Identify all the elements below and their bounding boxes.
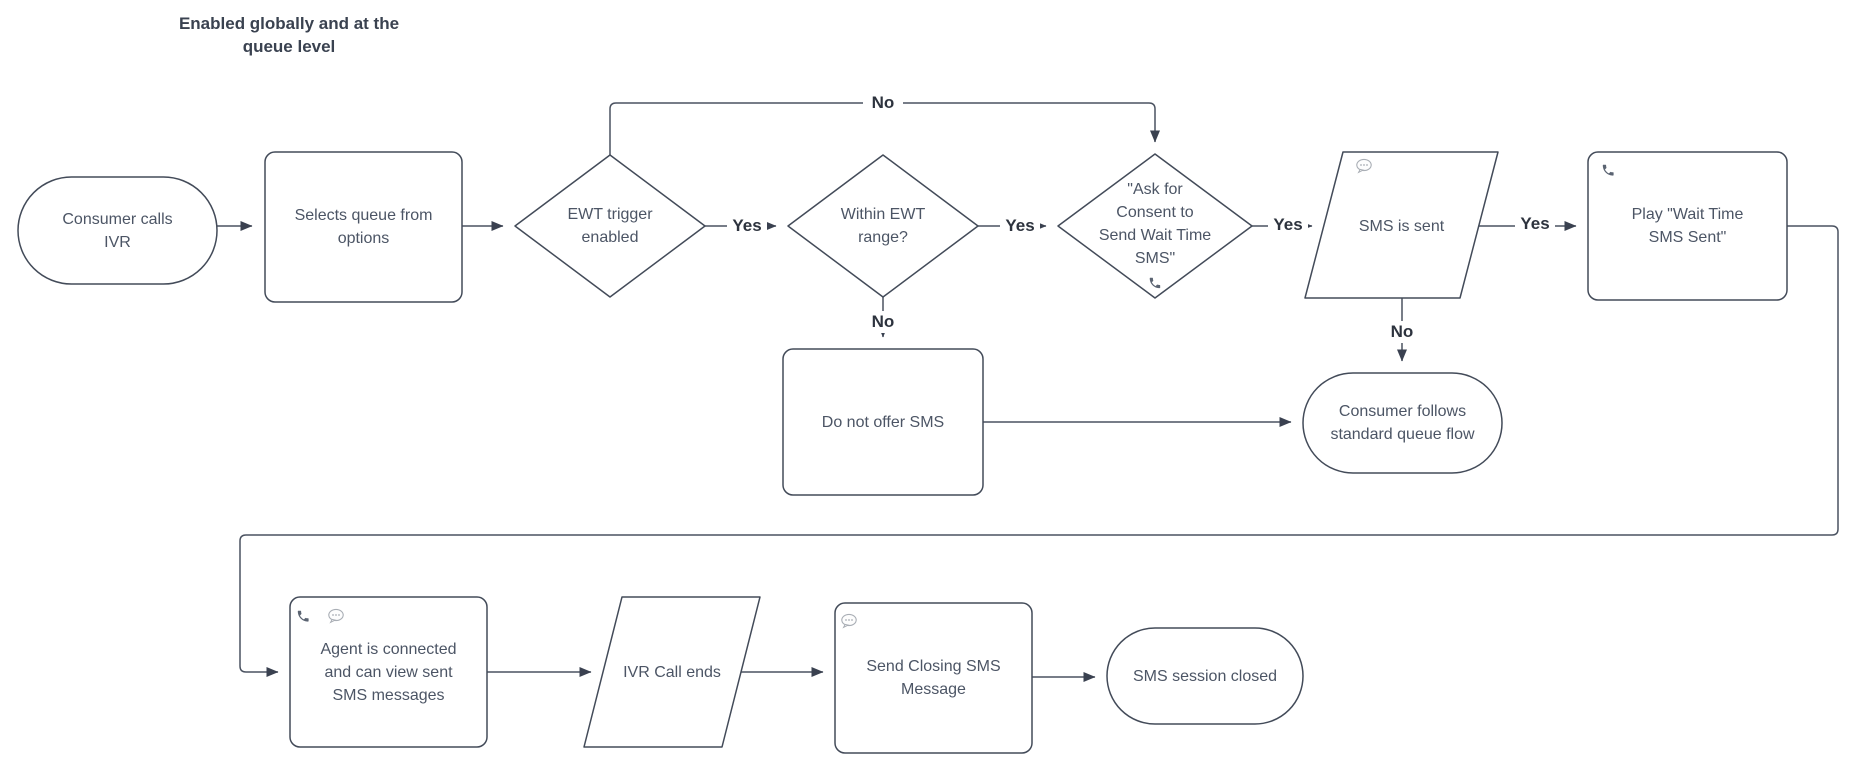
terminator-sms-session-closed: [1106, 627, 1304, 725]
edge-label-yes-within: Yes: [1000, 215, 1040, 237]
edge-label-no-ewt-top: No: [863, 92, 903, 114]
sms-bubble-icon: [841, 613, 857, 629]
sms-bubble-icon: [328, 608, 344, 624]
process-selects-queue: [264, 151, 463, 303]
connector-play-to-agent: [239, 225, 1839, 677]
phone-icon: [1602, 164, 1614, 176]
diagram-annotation-title: Enabled globally and at the queue level: [178, 14, 400, 56]
phone-icon: [1149, 277, 1161, 289]
terminator-standard-queue: [1302, 372, 1503, 474]
edge-label-yes-consent: Yes: [1268, 214, 1308, 236]
edge-label-no-within: No: [863, 311, 903, 333]
terminator-consumer-calls-ivr: [17, 176, 218, 285]
process-play-wait-time: [1587, 151, 1788, 301]
decision-ask-consent: [1057, 153, 1253, 299]
shape-layer: [17, 151, 1788, 754]
process-send-closing-sms: [834, 602, 1033, 754]
edge-label-yes-ewt: Yes: [727, 215, 767, 237]
edge-label-yes-sms-sent: Yes: [1515, 213, 1555, 235]
sms-bubble-icon: [1356, 158, 1372, 174]
decision-within-ewt: [787, 154, 979, 298]
process-agent-connected: [289, 596, 488, 748]
process-do-not-offer: [782, 348, 984, 496]
connector-layer: [217, 102, 1839, 682]
decision-ewt-trigger: [514, 154, 706, 298]
data-ivr-call-ends: [583, 596, 761, 748]
data-sms-is-sent: [1304, 151, 1499, 299]
edge-label-no-sms-sent: No: [1382, 321, 1422, 343]
phone-icon: [297, 610, 309, 622]
